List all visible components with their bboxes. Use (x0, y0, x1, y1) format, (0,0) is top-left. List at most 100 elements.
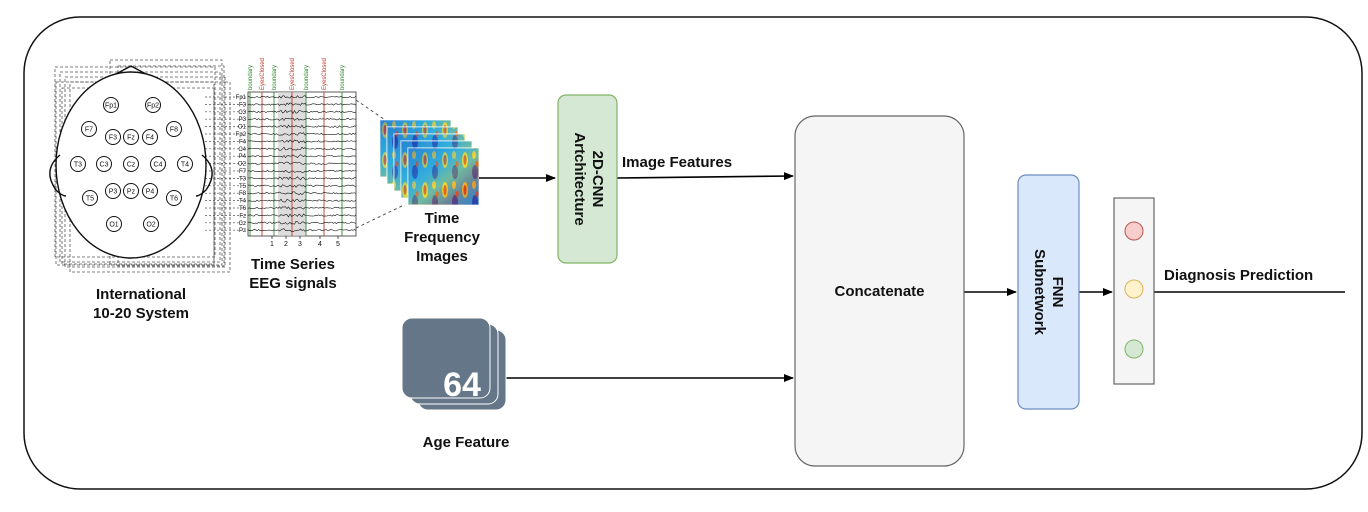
eeg-channel-label: C3 (238, 110, 246, 116)
eeg-channel-label: T6 (239, 206, 247, 212)
eeg-event-label: boundary (304, 65, 310, 90)
eeg-trace (247, 198, 357, 203)
eeg-channel-label: C4 (238, 147, 246, 153)
eeg-event-label: EyesClosed (322, 58, 328, 90)
tf-label-line1: Time (424, 210, 460, 227)
tf-label-line3: Images (416, 248, 468, 265)
electrode-fz: Fz (123, 129, 139, 145)
electrode-circle (70, 156, 86, 172)
eeg-tick-label: 4 (318, 241, 322, 248)
electrode-o2: O2 (143, 216, 159, 232)
zoom-line-bottom (355, 205, 403, 229)
fnn-label-line2: Subnetwork (1031, 249, 1048, 335)
electrode-label: F8 (170, 127, 178, 134)
eeg-trace (247, 132, 357, 136)
electrode-c4: C4 (150, 156, 166, 172)
eeg-trace (247, 95, 357, 99)
electrode-circle (105, 183, 121, 199)
electrode-label: O1 (109, 222, 118, 229)
electrode-circle (82, 190, 98, 206)
cnn-block (557, 94, 618, 264)
eeg-trace (247, 154, 357, 159)
eeg-tick-label: 3 (298, 241, 302, 248)
eeg-trace (247, 102, 357, 107)
outer-frame (23, 16, 1363, 490)
eeg-trace (247, 220, 357, 225)
output-class-green (1124, 339, 1144, 359)
eeg-event-label: EyesClosed (290, 58, 296, 90)
fnn-label: FNN Subnetwork (1030, 232, 1066, 352)
electrode-label: F7 (85, 127, 93, 134)
eeg-event-label: boundary (340, 65, 346, 90)
electrode-label: T5 (86, 196, 94, 203)
electrode-circle (143, 216, 159, 232)
electrode-label: F4 (146, 135, 154, 142)
eeg-trace (247, 139, 357, 144)
time-series-label-line1: Time Series (251, 256, 335, 273)
electrode-circle (105, 129, 121, 145)
tf-images-label: Time Frequency Images (387, 209, 497, 266)
electrode-f8: F8 (166, 121, 182, 137)
eeg-channel-label: F3 (239, 102, 247, 108)
electrode-label: T3 (74, 162, 82, 169)
electrode-f7: F7 (81, 121, 97, 137)
eeg-tick-label: 1 (270, 241, 274, 248)
eeg-channel-label: F4 (239, 139, 247, 145)
eeg-tick-label: 2 (284, 241, 288, 248)
electrode-t3: T3 (70, 156, 86, 172)
electrode-circle (142, 183, 158, 199)
electrode-circle (150, 156, 166, 172)
electrode-t4: T4 (177, 156, 193, 172)
electrode-label: Fz (127, 135, 135, 142)
electrode-p3: P3 (105, 183, 121, 199)
electrode-label: O2 (146, 222, 155, 229)
concatenate-label: Concatenate (834, 283, 925, 300)
system-label-line1: International (95, 286, 186, 303)
electrode-circle (81, 121, 97, 137)
age-value: 64 (443, 366, 481, 404)
eeg-channel-label: O2 (238, 162, 247, 168)
eeg-trace (247, 206, 357, 210)
system-label-line2: 10-20 System (93, 305, 189, 322)
eeg-channel-label: F7 (239, 169, 247, 175)
tf-image-overlay (408, 148, 479, 205)
electrode-fp1: Fp1 (103, 97, 119, 113)
time-series-label: Time Series EEG signals (228, 255, 358, 293)
fnn-label-line1: FNN (1049, 276, 1066, 308)
age-feature-label: Age Feature (422, 434, 510, 451)
electrode-t5: T5 (82, 190, 98, 206)
electrode-pz: Pz (123, 183, 139, 199)
electrode-f3: F3 (105, 129, 121, 145)
fnn-block (1017, 174, 1080, 410)
electrode-c3: C3 (96, 156, 112, 172)
electrode-circle (96, 156, 112, 172)
electrode-circle (177, 156, 193, 172)
time-series-label-line2: EEG signals (249, 275, 337, 292)
eeg-channel-label: Fp1 (236, 95, 247, 101)
electrode-label: F3 (109, 135, 117, 142)
electrode-label: C3 (100, 162, 109, 169)
eeg-channel-label: O1 (238, 125, 247, 131)
eeg-channel-label: P3 (239, 117, 247, 123)
eeg-tick-label: 5 (336, 241, 340, 248)
electrode-circle (145, 97, 161, 113)
eeg-channel-label: Pz (239, 228, 246, 234)
electrode-circle (166, 121, 182, 137)
eeg-channel-label: Fp2 (236, 132, 247, 138)
electrode-label: T4 (181, 162, 189, 169)
diagnosis-prediction-label: Diagnosis Prediction (1164, 267, 1314, 284)
concatenate-block (794, 115, 965, 467)
eeg-trace (247, 124, 357, 129)
eeg-trace (247, 191, 357, 196)
arrow-cnn-to-concat (616, 172, 794, 181)
eeg-channel-label: T5 (239, 184, 247, 190)
cnn-label-line2: Artchitecture (571, 132, 588, 226)
age-card-front (401, 317, 491, 399)
electrode-circle (123, 129, 139, 145)
electrode-o1: O1 (106, 216, 122, 232)
eeg-channel-label: P4 (239, 154, 247, 160)
